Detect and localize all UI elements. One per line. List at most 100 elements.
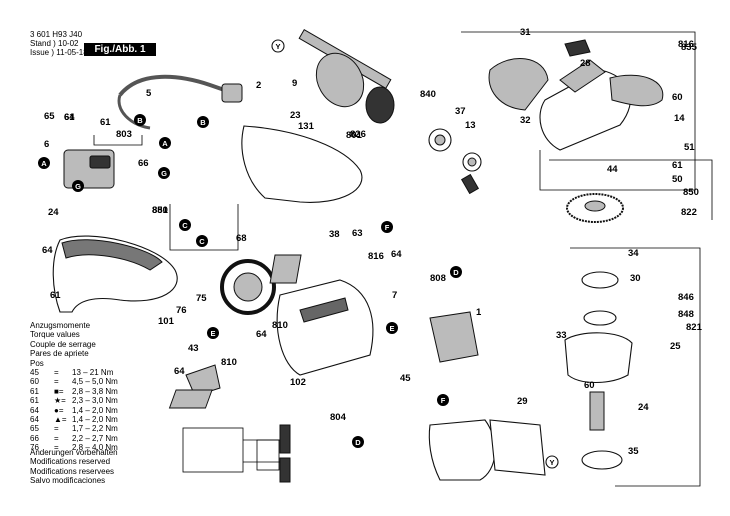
connector-A: A — [38, 157, 50, 169]
torque-row: 64▲=1,4 – 2,0 Nm — [30, 415, 118, 425]
wiring-schematic — [182, 424, 291, 483]
callout-68: 68 — [236, 233, 247, 244]
connector-F: F — [381, 221, 393, 233]
callout-808: 808 — [430, 273, 446, 284]
callout-76: 76 — [176, 305, 187, 316]
plate-808 — [168, 389, 213, 409]
spring-33 — [460, 173, 480, 195]
connector-C: C — [196, 235, 208, 247]
svg-text:B: B — [137, 116, 143, 125]
callout-61: 61 — [64, 112, 75, 123]
power-cable-lower — [117, 94, 151, 130]
callout-64: 64 — [391, 249, 402, 260]
svg-text:F: F — [385, 223, 390, 232]
callout-14: 14 — [674, 113, 685, 124]
svg-text:C: C — [199, 237, 205, 246]
mod-de: Änderungen vorbehalten — [30, 448, 118, 457]
callout-32: 32 — [520, 115, 531, 126]
bearing-flange-28 — [564, 332, 633, 383]
callout-75: 75 — [196, 293, 207, 304]
callout-61: 61 — [100, 117, 111, 128]
callout-102: 102 — [290, 377, 306, 388]
svg-text:G: G — [75, 182, 81, 191]
issue-line: Issue ) 11-05-18 — [30, 48, 88, 57]
torque-row: 45=13 – 21 Nm — [30, 368, 114, 378]
connector-A: A — [159, 137, 171, 149]
callout-64: 64 — [256, 329, 267, 340]
svg-text:A: A — [41, 159, 47, 168]
torque-table: Anzugsmomente Torque values Couple de se… — [30, 321, 118, 453]
callout-51: 51 — [684, 142, 695, 153]
torque-row: 65=1,7 – 2,2 Nm — [30, 424, 118, 434]
callout-826: 826 — [350, 129, 366, 140]
part-callouts: 1256791314232424252829303132333435373843… — [42, 27, 703, 457]
callout-43: 43 — [188, 343, 199, 354]
callout-810: 810 — [272, 320, 288, 331]
callout-31: 31 — [520, 27, 531, 38]
connector-G: G — [158, 167, 170, 179]
callout-61: 61 — [50, 290, 61, 301]
svg-text:Y: Y — [275, 42, 280, 51]
torque-header: Pos — [30, 358, 44, 368]
connector-E: E — [207, 327, 219, 339]
callout-7: 7 — [392, 290, 397, 301]
connector-E: E — [386, 322, 398, 334]
callout-60: 60 — [672, 92, 683, 103]
callout-5: 5 — [146, 88, 152, 99]
callout-822: 822 — [681, 207, 697, 218]
plug — [221, 83, 243, 103]
torque-row: 61■=2,8 – 3,8 Nm — [30, 386, 118, 396]
callout-30: 30 — [630, 273, 641, 284]
gear-head-top — [559, 59, 606, 93]
svg-text:D: D — [355, 438, 361, 447]
motor-housing-cover — [241, 125, 363, 203]
cover-44 — [185, 364, 221, 397]
svg-text:E: E — [210, 329, 215, 338]
washer-37 — [581, 450, 623, 470]
callout-34: 34 — [628, 248, 639, 259]
callout-9: 9 — [292, 78, 297, 89]
connector-D: D — [450, 266, 462, 278]
callout-33: 33 — [556, 330, 567, 341]
connector-B: B — [134, 114, 146, 126]
svg-text:C: C — [182, 221, 188, 230]
connector-D: D — [352, 436, 364, 448]
callout-65: 65 — [44, 111, 55, 122]
torque-row: 76=2,8 – 4,0 Nm — [30, 443, 118, 453]
svg-text:Y: Y — [549, 458, 554, 467]
mod-fr: Modifications reservees — [30, 466, 115, 476]
callout-6: 6 — [44, 139, 49, 150]
callout-61: 61 — [672, 160, 683, 171]
callout-64: 64 — [64, 112, 75, 123]
motor-housing-vents — [299, 297, 349, 323]
callout-846: 846 — [678, 292, 694, 303]
svg-text:F: F — [441, 396, 446, 405]
torque-title-de: Anzugsmomente — [30, 321, 91, 330]
armature-core — [315, 52, 365, 108]
commutator — [365, 86, 395, 124]
callout-835: 835 — [681, 42, 698, 53]
connector-B: B — [197, 116, 209, 128]
connector-Y: Y — [271, 39, 285, 53]
callout-23: 23 — [290, 110, 301, 121]
ring-850 — [583, 310, 617, 326]
callout-850: 850 — [683, 187, 699, 198]
switch-lever — [89, 155, 111, 169]
callout-801: 801 — [346, 130, 363, 141]
callout-28: 28 — [580, 58, 591, 69]
callout-44: 44 — [607, 164, 618, 175]
rear-handle-grip — [61, 239, 163, 271]
motor-housing — [276, 279, 374, 376]
connector-markers: A A B B C C D D E E F F G G Y Y — [38, 39, 559, 469]
callout-101: 101 — [158, 316, 175, 327]
callout-880: 880 — [152, 205, 168, 216]
callout-35: 35 — [628, 446, 639, 457]
connector-G: G — [72, 180, 84, 192]
torque-row: 60=4,5 – 5,0 Nm — [30, 377, 118, 387]
guard-23 — [609, 74, 664, 107]
callout-66: 66 — [138, 158, 149, 169]
callout-1: 1 — [476, 307, 482, 318]
callout-60: 60 — [584, 380, 595, 391]
fan-ring-31 — [489, 419, 546, 476]
